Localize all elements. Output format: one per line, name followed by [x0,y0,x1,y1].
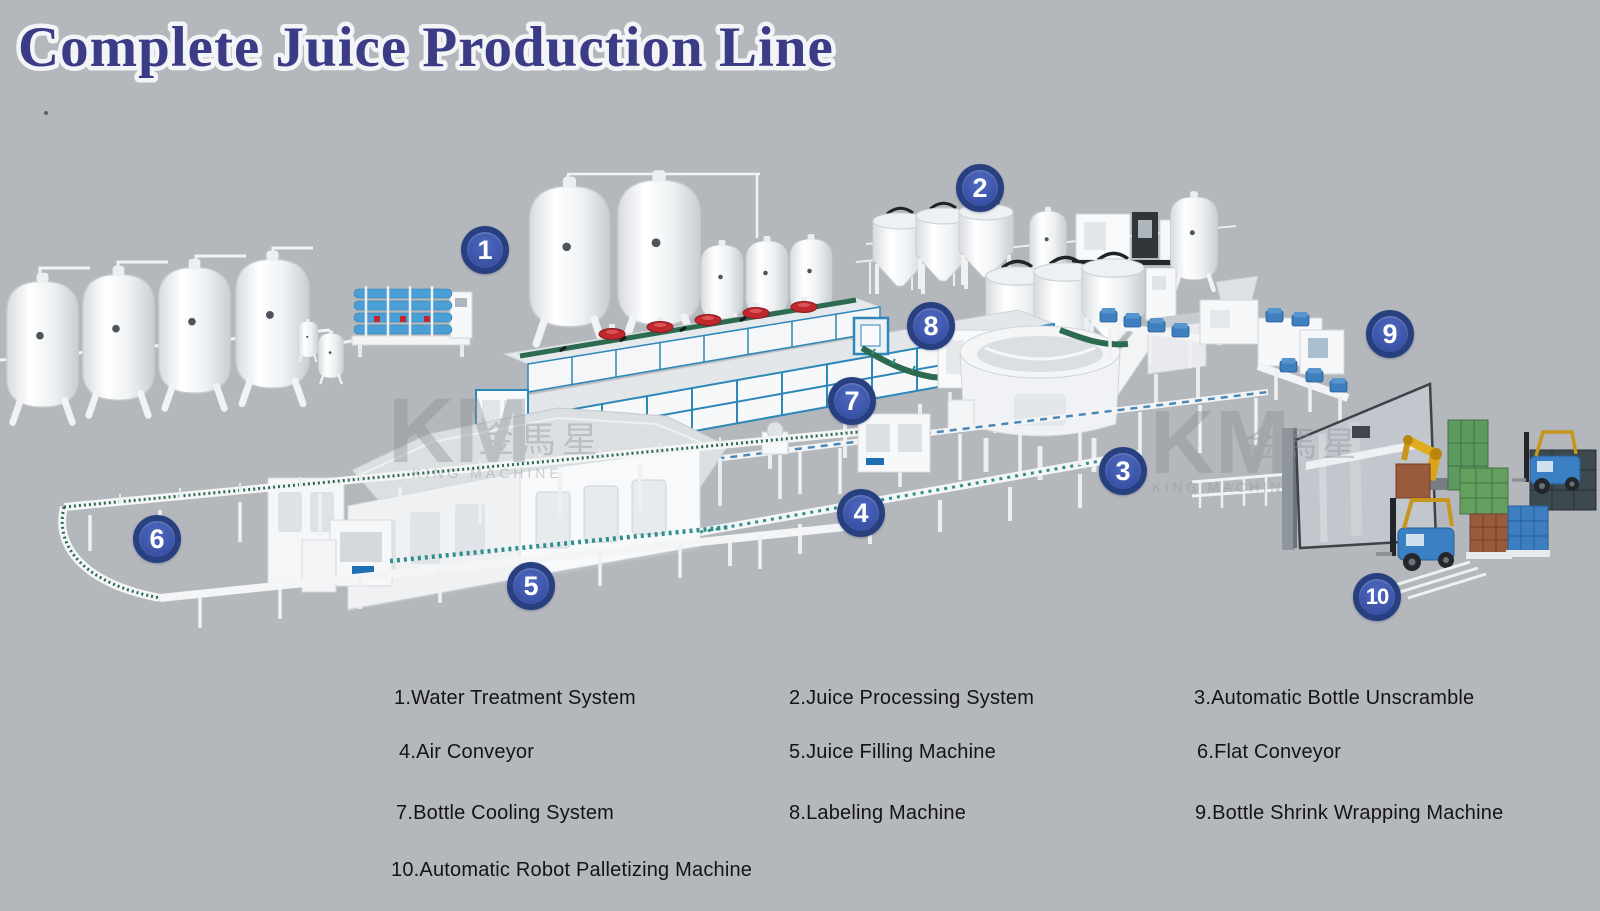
badge-label: 2 [972,172,988,203]
legend-item-juice-processing: 2.Juice Processing System [789,687,1035,709]
badge-label: 10 [1365,584,1390,609]
watermark-cn: 金馬星 [478,419,604,460]
watermark-cn: 金馬星 [1244,426,1361,464]
water-storage-tanks [530,170,834,344]
badge-label: 4 [853,497,869,528]
palletizing-robot-arm [1401,435,1448,490]
legend-item-water-treatment: 1.Water Treatment System [394,687,636,709]
headline: Complete Juice Production Line [14,12,838,84]
badge-filling-machine: 5 [507,562,555,610]
badge-label: 1 [477,234,493,265]
watermark-logo: KM [1150,393,1290,493]
watermark-en: KING MACHINE [1152,479,1297,495]
watermark-logo: KM [388,380,531,482]
legend-item-bottle-cooling: 7.Bottle Cooling System [396,802,615,824]
robot-palletizing-cell [1191,382,1597,600]
forklift [1512,430,1581,494]
legend-item-shrink-wrapping: 9.Bottle Shrink Wrapping Machine [1195,802,1504,824]
bottle-shrink-wrapping-machine [1058,275,1350,422]
legend-item-robot-palletizing: 10.Automatic Robot Palletizing Machine [391,859,753,881]
legend-item-unscrambler: 3.Automatic Bottle Unscramble [1194,687,1475,709]
legend-item-air-conveyor: 4.Air Conveyor [399,741,535,763]
badge-label: 7 [844,385,860,416]
king-machine-watermark: KM 金馬星 KING MACHINE [388,380,604,482]
badge-label: 3 [1115,455,1131,486]
juice-buffer-tanks [986,253,1177,360]
page-title: Complete Juice Production Line [18,16,834,79]
badge-robot-palletizing: 10 [1353,573,1401,621]
legend-item-filling-machine: 5.Juice Filling Machine [789,741,996,763]
badge-label: 9 [1382,318,1398,349]
print-dot [44,111,48,115]
legend-item-flat-conveyor: 6.Flat Conveyor [1197,741,1342,763]
badge-water-treatment: 1 [461,226,509,274]
badge-bottle-cooling: 7 [828,377,876,425]
legend-item-labeling-machine: 8.Labeling Machine [789,802,967,824]
badge-flat-conveyor: 6 [133,515,181,563]
badge-bottle-unscrambler: 3 [1099,447,1147,495]
ro-membrane-unit [351,286,473,357]
badge-shrink-wrapping: 9 [1366,310,1414,358]
forklift [1376,498,1455,571]
watermark-en: KING MACHINE [412,465,563,481]
badge-labeling-machine: 8 [907,302,955,350]
badge-juice-processing: 2 [956,164,1004,212]
badge-label: 5 [523,570,539,601]
king-machine-watermark: KM 金馬星 KING MACHINE [1150,393,1361,495]
badge-label: 8 [923,310,939,341]
badge-label: 6 [149,523,165,554]
water-treatment-system [0,246,473,422]
badge-air-conveyor: 4 [837,489,885,537]
cooling-vents [598,297,818,340]
